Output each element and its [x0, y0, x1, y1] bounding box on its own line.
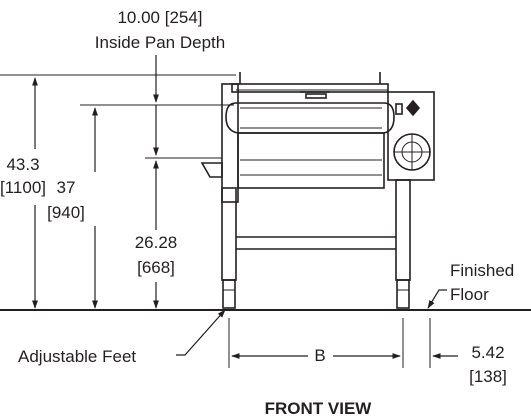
- view-title: FRONT VIEW: [265, 399, 373, 418]
- rim-height-mm: [940]: [47, 203, 85, 222]
- kettle-outline: [200, 72, 435, 309]
- overall-height-dimension: [0, 74, 236, 309]
- rim-height-inches: 37: [57, 178, 76, 197]
- rim-height-dimension: [80, 104, 234, 309]
- pan-depth-value: 10.00 [254]: [117, 8, 202, 27]
- adjustable-feet-leader: [176, 309, 226, 356]
- finished-floor-line2: Floor: [450, 285, 489, 304]
- adjustable-feet-label: Adjustable Feet: [18, 347, 136, 366]
- pour-height-mm: [668]: [137, 258, 175, 277]
- side-clearance-inches: 5.42: [471, 343, 504, 362]
- side-clearance-mm: [138]: [469, 367, 507, 386]
- overall-height-mm: [1100]: [0, 178, 46, 197]
- finished-floor-leader: [427, 289, 447, 309]
- side-clearance-dimension: [429, 318, 458, 368]
- overall-height-inches: 43.3: [6, 155, 39, 174]
- width-b-dimension: [228, 318, 404, 368]
- pour-height-inches: 26.28: [135, 233, 178, 252]
- pan-depth-caption: Inside Pan Depth: [95, 33, 225, 52]
- finished-floor-line1: Finished: [450, 261, 514, 280]
- pour-height-dimension: [145, 157, 222, 309]
- width-b-label: B: [314, 346, 325, 365]
